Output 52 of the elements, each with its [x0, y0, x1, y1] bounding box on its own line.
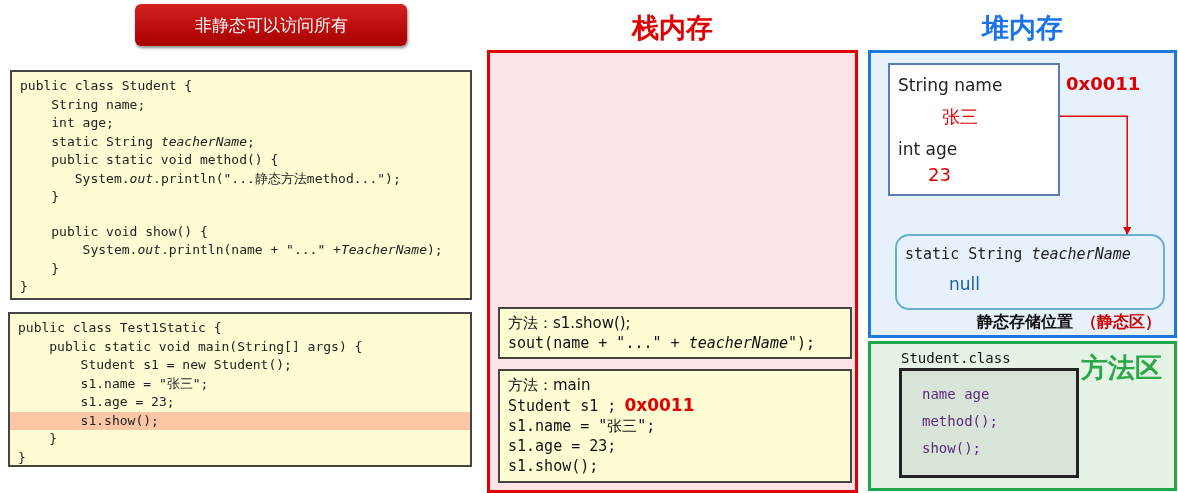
frame-title: 方法：s1.show();: [508, 313, 632, 333]
code-line: }: [20, 278, 29, 296]
field-value: 张三: [941, 105, 978, 129]
panel-title: 方法区: [1081, 351, 1162, 385]
code-panel: [8, 312, 472, 467]
panel-title: 栈内存: [630, 11, 714, 45]
code-line: static String teacherName: [905, 244, 1131, 265]
stack-frame: [498, 369, 852, 483]
panel-title: 堆内存: [980, 11, 1064, 45]
code-line: show();: [922, 439, 982, 458]
code-line: }: [50, 259, 61, 278]
frame-title: 方法：main: [508, 375, 592, 395]
stack-frame: [498, 307, 852, 359]
code-line: s1.age = 23;: [508, 436, 618, 456]
code-line: s1.name = "张三";: [79, 374, 210, 393]
code-line: s1.name = "张三";: [508, 416, 657, 436]
code-line: System.out.println(name + "..." +TeacherName);: [81, 241, 444, 259]
code-line: }: [18, 448, 27, 467]
static-box: [895, 234, 1165, 310]
code-line: method();: [922, 412, 999, 431]
code-line: }: [50, 188, 61, 206]
panel-title: Student.class: [900, 349, 1012, 368]
code-line: }: [48, 430, 59, 448]
code-line: public class Student {: [20, 77, 194, 95]
code-line: String name;: [50, 95, 147, 114]
code-line: System.out.println("...静态方法method...");: [73, 169, 402, 188]
object-box: [888, 63, 1060, 196]
code-line: s1.show();: [508, 456, 600, 476]
code-line: public static void method() {: [50, 151, 280, 169]
field-value: 23: [927, 163, 951, 187]
code-line: Student s1 ;: [508, 396, 617, 416]
address-label: 0x0011: [624, 395, 695, 415]
code-line: public void show() {: [50, 222, 209, 241]
field-value: null: [948, 273, 980, 296]
code-line: s1.age = 23;: [79, 393, 176, 411]
caption-text: 静态存储位置: [977, 312, 1073, 333]
field-label: int age: [898, 138, 958, 161]
address-label: 0x0011: [1066, 73, 1141, 94]
memory-panel: [868, 341, 1177, 491]
banner-text: 非静态可以访问所有: [193, 14, 349, 37]
field-label: String name: [898, 74, 1003, 97]
code-line: public static void main(String[] args) {: [48, 337, 364, 356]
code-line: sout(name + "..." + teacherName");: [508, 333, 817, 353]
caption-text: （静态区）: [1081, 312, 1161, 333]
code-line: public class Test1Static {: [18, 319, 223, 337]
code-panel: [10, 70, 472, 300]
code-line: name age: [922, 385, 991, 404]
code-line: static String teacherName;: [50, 132, 256, 151]
code-line: Student s1 = new Student();: [79, 356, 293, 374]
title-banner: [135, 4, 407, 46]
arrow: [1059, 115, 1132, 235]
code-line: int age;: [50, 114, 115, 132]
